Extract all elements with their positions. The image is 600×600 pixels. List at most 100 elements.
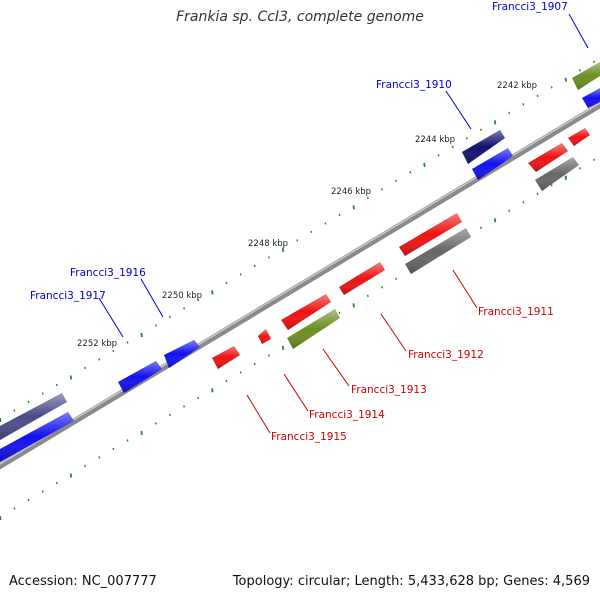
outer-tick-mark [324,222,327,225]
scale-tick-2246: 2246 kbp [331,187,371,197]
feature-shade [572,62,600,90]
outer-tick-mark [338,213,341,217]
gene-label-1912[interactable]: Francci3_1912 [408,349,484,361]
callout-line-1914 [283,373,309,412]
inner-tick-mark [395,277,398,281]
outer-tick-mark [183,307,185,310]
inner-tick-mark [211,388,214,393]
accession-value: NC_007777 [81,574,157,589]
gene-label-1914[interactable]: Francci3_1914 [309,409,385,421]
inner-tick-mark [267,354,270,357]
feature-shade [462,130,505,164]
inner-tick-mark [564,175,567,180]
inner-tick-mark [13,507,16,510]
inner-tick-mark [183,405,185,408]
inner-tick-mark [239,371,242,374]
callout-line-1915 [246,394,271,434]
outer-tick-mark [550,86,553,89]
inner-tick-mark [381,286,383,289]
inner-tick-mark [69,473,73,478]
outer-tick-mark [69,375,73,380]
outer-tick-mark [423,162,426,167]
inner-tick-mark [140,430,143,436]
genes-label: Genes: [503,574,549,589]
outer-tick-mark [465,137,468,140]
gene-label-1915[interactable]: Francci3_1915 [271,431,347,443]
inner-tick-mark [536,192,539,195]
topology-label: Topology: [232,574,294,589]
outer-tick-mark [140,332,143,338]
outer-tick-mark [451,145,454,148]
gene-label-1913[interactable]: Francci3_1913 [351,384,427,396]
outer-tick-mark [536,94,539,97]
inner-tick-mark [550,184,553,187]
inner-tick-mark [154,422,157,425]
callout-line-1907 [568,13,589,49]
genome-backbone [0,101,600,470]
feature-shade [582,88,600,108]
inner-tick-mark [84,464,87,468]
feature-shade [399,213,462,256]
feature-shade [0,412,74,462]
outer-tick-mark [310,230,313,234]
inner-tick-mark [522,201,525,204]
outer-tick-mark [493,120,497,125]
outer-tick-mark [409,171,412,174]
inner-tick-mark [593,158,596,161]
gene-label-1917[interactable]: Francci3_1917 [30,290,106,302]
outer-tick-mark [239,273,242,276]
gene-label-1907[interactable]: Francci3_1907 [492,1,568,13]
outer-tick-mark [281,247,285,253]
outer-tick-mark [395,179,398,183]
feature-shade [339,262,385,295]
inner-tick-mark [98,456,101,459]
inner-tick-mark [168,413,171,417]
outer-tick-mark [480,128,482,131]
callout-line-1917 [98,297,124,338]
length-label: Length: [354,574,404,589]
outer-tick-mark [0,417,2,423]
inner-tick-mark [41,490,44,493]
outer-tick-mark [593,60,596,63]
inner-tick-mark [579,167,581,170]
inner-tick-mark [338,311,341,315]
inner-tick-mark [508,209,511,212]
outer-tick-ring [0,60,596,423]
outer-tick-mark [381,188,383,191]
outer-tick-mark [253,264,256,268]
inner-tick-mark [281,345,285,351]
outer-tick-mark [267,256,270,259]
inner-tick-mark [253,362,256,366]
gene-label-1916[interactable]: Francci3_1916 [70,267,146,279]
outer-tick-mark [41,392,44,395]
inner-tick-mark [225,379,228,383]
outer-tick-mark [211,290,214,295]
footer-accession: Accession: NC_007777 [9,574,157,589]
feature-shade [535,157,579,191]
inner-tick-mark [480,226,482,229]
inner-tick-mark [55,481,58,485]
outer-tick-mark [579,69,581,72]
genes-value: 4,569 [552,574,590,589]
outer-tick-mark [508,111,511,114]
callout-line-1912 [380,313,407,352]
outer-tick-mark [55,383,58,387]
callout-line-1911 [452,269,478,309]
outer-tick-mark [27,400,30,404]
outer-tick-mark [154,324,157,327]
length-value: 5,433,628 bp [407,574,495,589]
outer-tick-mark [437,154,440,157]
feature-shade [164,340,200,368]
feature-shade [287,309,340,349]
callout-line-1916 [140,278,164,318]
gene-label-1910[interactable]: Francci3_1910 [376,79,452,91]
scale-tick-2248: 2248 kbp [248,239,288,249]
inner-tick-mark [366,294,369,298]
outer-tick-mark [13,409,16,412]
footer-genome-info: Topology: circular; Length: 5,433,628 bp… [232,574,590,589]
outer-tick-mark [352,205,355,210]
feature-shade [258,329,271,344]
outer-tick-mark [126,341,129,344]
gene-label-1911[interactable]: Francci3_1911 [478,306,554,318]
